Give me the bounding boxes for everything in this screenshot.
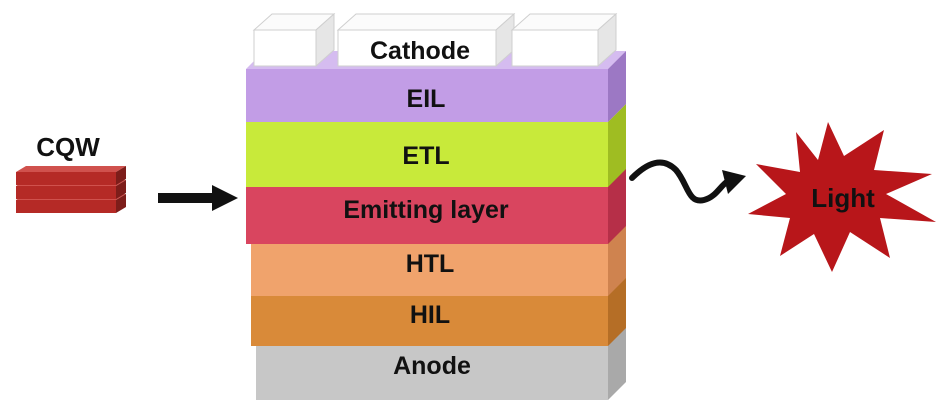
- light-burst: Light: [748, 122, 936, 272]
- eil-label: EIL: [407, 85, 446, 113]
- cqw-stack: [16, 166, 126, 213]
- hil-label: HIL: [410, 301, 450, 329]
- anode-label: Anode: [393, 352, 471, 380]
- cqw-label: CQW: [36, 132, 100, 162]
- cathode-label: Cathode: [370, 37, 470, 65]
- cathode-layer: Cathode: [252, 12, 618, 68]
- cqw-plate-top: [16, 166, 126, 185]
- cathode-strip-1: [252, 12, 336, 68]
- emission-arrow: [629, 159, 746, 204]
- etl-label: ETL: [402, 142, 449, 170]
- input-arrow: [158, 185, 238, 211]
- cathode-strip-2: [336, 12, 516, 68]
- emitting-layer-label: Emitting layer: [343, 196, 509, 224]
- light-label: Light: [811, 183, 875, 213]
- htl-label: HTL: [406, 250, 455, 278]
- cathode-strip-3: [510, 12, 618, 68]
